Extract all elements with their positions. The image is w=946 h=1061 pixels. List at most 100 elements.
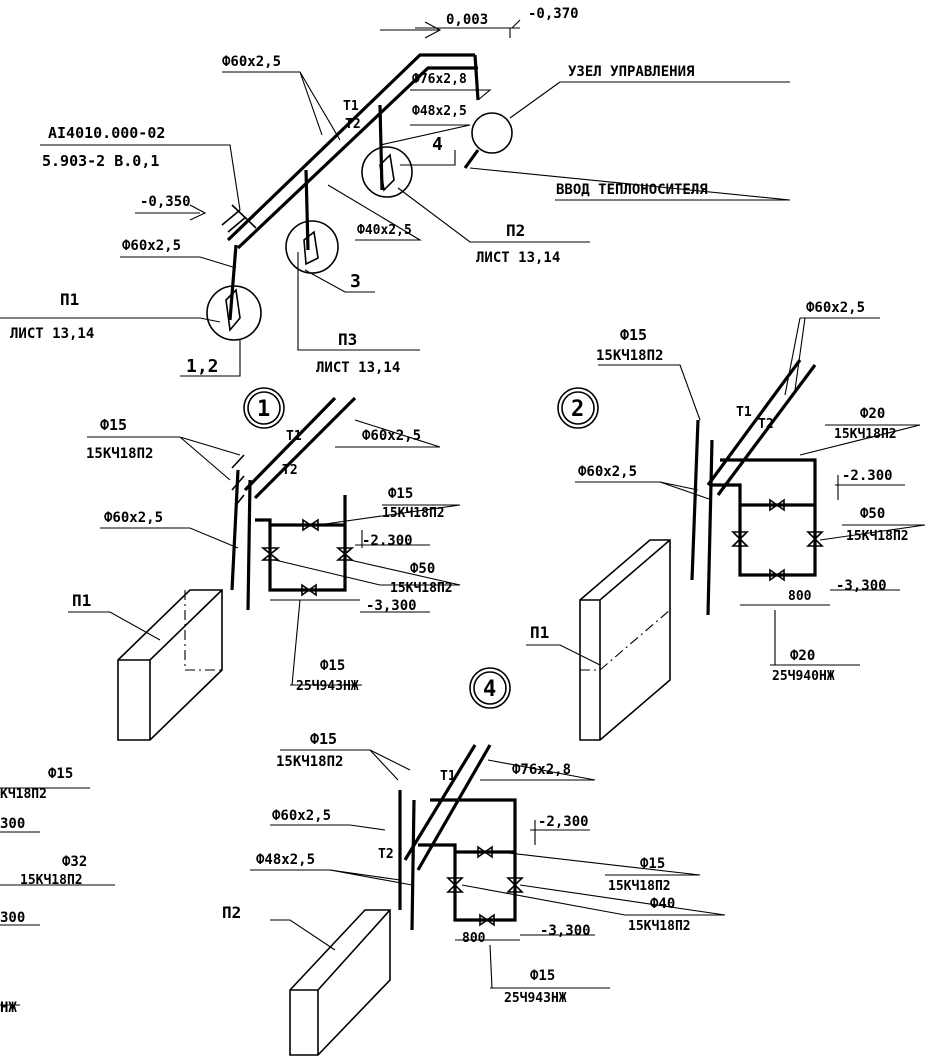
valve-marks-left: [221, 204, 257, 233]
node2-valve-right: [806, 531, 824, 547]
callout-circle-3: [285, 220, 339, 274]
heater-symbol-p1: [225, 288, 241, 332]
node4-elev-3300: -3,300: [540, 923, 591, 939]
node4-unit-box: [289, 909, 391, 1056]
node2-f20-bot-val: 25Ч940НЖ: [772, 669, 835, 684]
leader-pipe76: [410, 89, 492, 101]
node4-elev-2300: -2,300: [538, 814, 589, 830]
doc-ref-2: 5.903-2 В.0,1: [42, 152, 159, 170]
node1-valve-right: [335, 547, 355, 561]
label-t1-top: Т1: [343, 99, 359, 114]
node1-f15-mid: Ф15: [388, 486, 413, 502]
node1-leader-2300: [355, 530, 430, 548]
node2-pipe60: Ф60х2,5: [578, 464, 637, 480]
node2-elev-2300: -2.300: [842, 468, 893, 484]
node-1-circle-inner: [247, 391, 281, 425]
node-1-scheme: 1 Ф15 15КЧ18П2 Ф60х2,5 Ф60х2,5 Т1 Т2 Ф15…: [68, 387, 461, 741]
node4-valve-bottom: [479, 913, 495, 927]
node4-t2-pipe: [416, 744, 492, 871]
node4-valve-top: [477, 845, 493, 859]
node1-t2-pipe: [253, 396, 357, 500]
node2-f20-top-val: 15КЧ18П2: [834, 427, 897, 442]
node2-f15: Ф15: [620, 326, 647, 344]
cut-left-c: 300: [0, 816, 25, 832]
node1-elev-2300: -2.300: [362, 533, 413, 549]
node1-t1-pipe: [243, 396, 337, 492]
cut-left-g: НЖ: [0, 1000, 17, 1016]
label-control-unit: УЗЕЛ УПРАВЛЕНИЯ: [568, 64, 694, 80]
leader-pipe60-top: [222, 71, 341, 141]
control-unit-symbol: [471, 112, 513, 154]
node-1-circle: [243, 387, 285, 429]
node2-unit-label: П1: [530, 623, 549, 642]
node1-unit-label: П1: [72, 591, 91, 610]
node1-leader-f50: [274, 559, 461, 586]
callout-circle-12: [206, 285, 262, 341]
supply-pipe-t1: [226, 53, 475, 242]
node4-t1: Т1: [440, 769, 456, 784]
node-4-circle: [469, 667, 511, 709]
label-t2-top: Т2: [345, 117, 361, 132]
leader-callout-12: [180, 340, 241, 377]
elev-leader-0370: [415, 19, 521, 38]
node2-leader-f20-top: [799, 424, 921, 456]
node2-t2: Т2: [758, 417, 774, 432]
label-pipe40: Ф40х2,5: [357, 223, 412, 238]
node1-leader-pipe60-right: [335, 419, 441, 448]
node1-riser-b: [246, 479, 252, 611]
node1-leader-pipe60: [100, 527, 239, 549]
return-pipe-t2: [236, 66, 478, 250]
label-heat-input: ВВОД ТЕПЛОНОСИТЕЛЯ: [556, 182, 708, 198]
cut-left-lines: [0, 787, 115, 1006]
heat-input-pipe: [463, 149, 480, 169]
label-p3: П3: [338, 330, 357, 349]
node2-riser-a: [690, 419, 700, 581]
node-2-circle-inner: [561, 391, 595, 425]
node4-leader-f40: [461, 884, 726, 916]
node2-pipe60-top: Ф60х2,5: [806, 300, 865, 316]
cut-left-labels: Ф15 КЧ18П2 300 Ф32 15КЧ18П2 300 НЖ: [0, 766, 115, 1016]
node4-pipe60: Ф60х2,5: [272, 808, 331, 824]
node4-f40-val: 15КЧ18П2: [628, 919, 691, 934]
cut-left-a: Ф15: [48, 766, 73, 782]
leader-pipe48: [379, 124, 471, 146]
node1-t1: Т1: [286, 429, 302, 444]
node2-leader-f50: [819, 524, 926, 541]
node1-t2: Т2: [282, 463, 298, 478]
elev-leader-0003: [380, 21, 442, 39]
node4-leader-pipe48: [250, 869, 413, 886]
node1-leader-f15-bot: [290, 599, 362, 686]
label-p1: П1: [60, 290, 79, 309]
node1-unit-hidden: [184, 590, 222, 671]
leader-p2: [397, 187, 590, 243]
elev-0370: -0,370: [528, 6, 579, 22]
node4-leader-f15: [280, 749, 411, 781]
node4-leader-f15-bot: [489, 944, 610, 989]
node4-t2: Т2: [378, 847, 394, 862]
leader-pipe60-left: [120, 256, 237, 269]
drop-p1: [228, 244, 238, 321]
node4-unit-label: П2: [222, 903, 241, 922]
node1-elev-3300: -3,300: [366, 598, 417, 614]
elev-0003: 0,003: [446, 12, 488, 28]
node1-f15-mid-val: 15КЧ18П2: [382, 506, 445, 521]
leader-p1: [0, 317, 221, 323]
label-pipe48: Ф48х2,5: [412, 104, 467, 119]
node4-valve-right: [506, 877, 524, 893]
node1-small-valves: [231, 454, 245, 506]
node1-valve-bottom: [301, 583, 317, 597]
node2-leader-pipe60-top: [784, 317, 880, 396]
node4-f15-mid-val: 15КЧ18П2: [608, 879, 671, 894]
leader-doc-ref: [40, 144, 241, 211]
leader-callout-3: [304, 269, 375, 293]
node1-bypass: [255, 495, 347, 592]
node1-leader-3300: [270, 599, 430, 613]
node2-leader-f15: [598, 364, 701, 421]
label-pipe60-top: Ф60х2,5: [222, 54, 281, 70]
callout-circle-4: [361, 146, 413, 198]
heater-symbol-p3: [303, 230, 319, 266]
label-p1-sheet: ЛИСТ 13,14: [10, 326, 94, 342]
elev-0350: -0,350: [140, 194, 191, 210]
